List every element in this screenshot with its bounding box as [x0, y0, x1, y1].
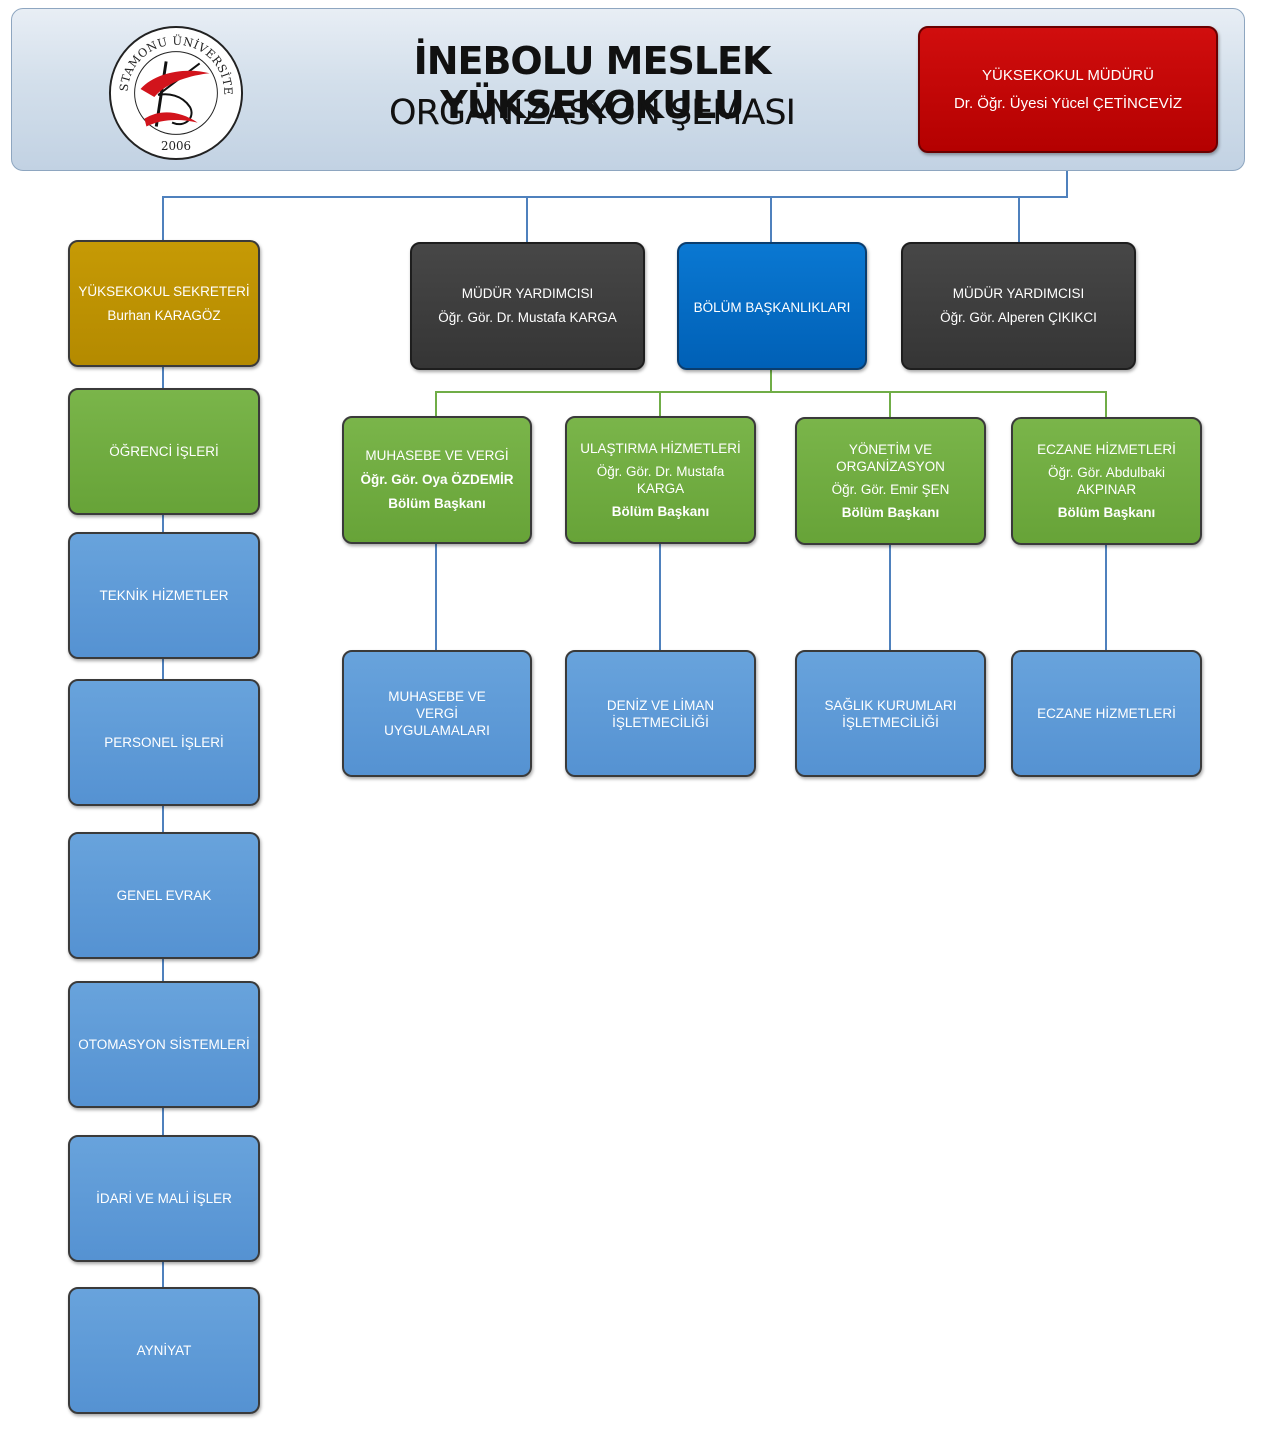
program-box-pharmacy: ECZANE HİZMETLERİ	[1011, 650, 1202, 777]
department-head-title: Bölüm Başkanı	[841, 505, 940, 520]
unit-name: PERSONEL İŞLERİ	[104, 735, 224, 750]
vice-director-role: MÜDÜR YARDIMCISI	[952, 286, 1085, 301]
department-head: Öğr. Gör. Oya ÖZDEMİR	[360, 472, 514, 487]
connector-director-bus	[162, 153, 1068, 240]
vice-director-box-2: MÜDÜR YARDIMCISI Öğr. Gör. Alperen ÇIKIK…	[901, 242, 1136, 370]
director-role: YÜKSEKOKUL MÜDÜRÜ	[982, 66, 1154, 84]
program-box-maritime: DENİZ VE LİMAN İŞLETMECİLİĞİ	[565, 650, 756, 777]
department-box-management: YÖNETİM VE ORGANİZASYON Öğr. Gör. Emir Ş…	[795, 417, 986, 545]
university-logo: KASTAMONU ÜNİVERSİTESİ 2006	[107, 24, 244, 161]
secretary-role: YÜKSEKOKUL SEKRETERİ	[78, 283, 250, 299]
department-box-transport: ULAŞTIRMA HİZMETLERİ Öğr. Gör. Dr. Musta…	[565, 416, 756, 544]
unit-name: GENEL EVRAK	[116, 888, 212, 903]
director-name: Dr. Öğr. Üyesi Yücel ÇETİNCEVİZ	[953, 94, 1183, 112]
department-head-title: Bölüm Başkanı	[611, 504, 710, 519]
page-subtitle: ORGANİZASYON ŞEMASI	[389, 93, 796, 133]
department-name: YÖNETİM VE ORGANİZASYON	[836, 442, 945, 474]
director-box: YÜKSEKOKUL MÜDÜRÜ Dr. Öğr. Üyesi Yücel Ç…	[918, 26, 1218, 153]
department-heads-box: BÖLÜM BAŞKANLIKLARI	[677, 242, 867, 370]
program-name: ECZANE HİZMETLERİ	[1037, 706, 1176, 721]
department-name: ECZANE HİZMETLERİ	[1037, 442, 1176, 457]
program-name: MUHASEBE VE VERGİ UYGULAMALARI	[384, 689, 490, 738]
unit-box-student-affairs: ÖĞRENCİ İŞLERİ	[68, 388, 260, 515]
connector-dept-bus	[435, 369, 772, 416]
vice-director-name: Öğr. Gör. Alperen ÇIKIKCI	[940, 310, 1097, 325]
unit-box-admin-finance: İDARİ VE MALİ İŞLER	[68, 1135, 260, 1262]
department-head: Öğr. Gör. Abdulbaki AKPINAR	[1047, 465, 1166, 497]
department-box-accounting: MUHASEBE VE VERGİ Öğr. Gör. Oya ÖZDEMİR …	[342, 416, 532, 544]
unit-box-personnel: PERSONEL İŞLERİ	[68, 679, 260, 806]
page-title: İNEBOLU MESLEK YÜKSEKOKULU	[413, 39, 772, 127]
department-name: MUHASEBE VE VERGİ	[365, 448, 509, 463]
department-box-pharmacy: ECZANE HİZMETLERİ Öğr. Gör. Abdulbaki AK…	[1011, 417, 1202, 545]
unit-name: İDARİ VE MALİ İŞLER	[96, 1191, 232, 1206]
program-name: DENİZ VE LİMAN İŞLETMECİLİĞİ	[606, 697, 715, 730]
unit-box-automation: OTOMASYON SİSTEMLERİ	[68, 981, 260, 1108]
department-head-title: Bölüm Başkanı	[388, 496, 486, 511]
unit-name: TEKNİK HİZMETLER	[99, 588, 229, 603]
department-head-title: Bölüm Başkanı	[1057, 505, 1156, 520]
unit-name: AYNİYAT	[136, 1343, 192, 1358]
vice-director-name: Öğr. Gör. Dr. Mustafa KARGA	[438, 310, 617, 325]
department-head: Öğr. Gör. Emir ŞEN	[831, 482, 950, 497]
secretary-box: YÜKSEKOKUL SEKRETERİ Burhan KARAGÖZ	[68, 240, 260, 367]
unit-box-general-documents: GENEL EVRAK	[68, 832, 260, 959]
logo-k-mark-icon	[140, 61, 210, 127]
logo-year: 2006	[161, 139, 191, 153]
department-head: Öğr. Gör. Dr. Mustafa KARGA	[596, 464, 725, 496]
department-name: ULAŞTIRMA HİZMETLERİ	[580, 441, 741, 456]
program-name: SAĞLIK KURUMLARI İŞLETMECİLİĞİ	[824, 697, 957, 730]
unit-name: OTOMASYON SİSTEMLERİ	[78, 1037, 250, 1052]
program-box-health: SAĞLIK KURUMLARI İŞLETMECİLİĞİ	[795, 650, 986, 777]
unit-box-technical-services: TEKNİK HİZMETLER	[68, 532, 260, 659]
secretary-name: Burhan KARAGÖZ	[107, 307, 221, 323]
department-heads-label: BÖLÜM BAŞKANLIKLARI	[693, 300, 851, 315]
program-box-accounting: MUHASEBE VE VERGİ UYGULAMALARI	[342, 650, 532, 777]
unit-box-inventory: AYNİYAT	[68, 1287, 260, 1414]
vice-director-role: MÜDÜR YARDIMCISI	[461, 286, 594, 301]
vice-director-box-1: MÜDÜR YARDIMCISI Öğr. Gör. Dr. Mustafa K…	[410, 242, 645, 370]
unit-name: ÖĞRENCİ İŞLERİ	[109, 444, 219, 459]
